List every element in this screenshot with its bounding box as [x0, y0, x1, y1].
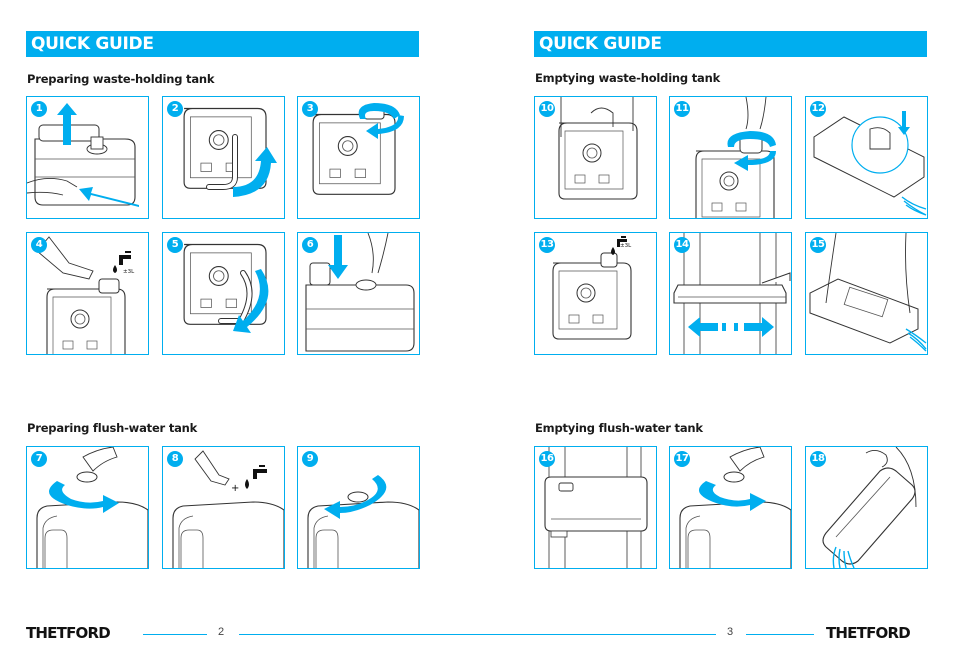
footer-divider: [239, 634, 716, 635]
step-badge-11: 11: [674, 101, 690, 117]
step-panel-14: 14: [669, 232, 792, 355]
rotate-arrow-icon: [233, 269, 269, 333]
rotate-arrow-icon: [727, 131, 776, 147]
step-illustration-17: [679, 447, 791, 568]
tap-volume-label: ±3L: [620, 243, 632, 249]
arrow-icon: [688, 317, 718, 337]
step-panel-3: 3: [297, 96, 420, 219]
arrow-icon: [898, 111, 910, 135]
step-badge-1: 1: [31, 101, 47, 117]
step-illustration-3: [312, 103, 404, 195]
step-illustration-13: ±3L: [552, 236, 632, 340]
rotate-arrow-icon: [698, 481, 766, 511]
section-title-preparing-waste: Preparing waste-holding tank: [27, 72, 215, 86]
water-stream-icon: [901, 196, 927, 216]
page-number-right: 3: [727, 626, 734, 638]
thetford-logo-right: THETFORD: [826, 624, 911, 642]
step-badge-10: 10: [539, 101, 555, 117]
step-panel-9: 9: [297, 446, 420, 569]
thetford-logo-left: THETFORD: [26, 624, 111, 642]
step-badge-14: 14: [674, 237, 690, 253]
arrow-icon: [744, 317, 774, 337]
step-illustration-7: [36, 447, 148, 568]
step-badge-18: 18: [810, 451, 826, 467]
rotate-arrow-icon: [233, 147, 277, 197]
arrow-icon: [57, 103, 77, 145]
step-badge-17: 17: [674, 451, 690, 467]
rotate-arrow-icon: [358, 103, 400, 119]
section-title-emptying-flush: Emptying flush-water tank: [535, 421, 703, 435]
arrow-icon: [328, 235, 348, 279]
step-panel-17: 17: [669, 446, 792, 569]
step-illustration-8: +: [172, 450, 284, 568]
tap-icon: [611, 236, 627, 255]
step-panel-18: 18: [805, 446, 928, 569]
step-illustration-4: ±3L: [36, 236, 135, 354]
step-badge-5: 5: [167, 237, 183, 253]
step-badge-15: 15: [810, 237, 826, 253]
step-badge-2: 2: [167, 101, 183, 117]
tap-volume-label: ±3L: [123, 269, 135, 275]
step-panel-16: 16: [534, 446, 657, 569]
step-panel-12: 12: [805, 96, 928, 219]
step-illustration-18: [822, 447, 917, 568]
step-badge-16: 16: [539, 451, 555, 467]
step-badge-13: 13: [539, 237, 555, 253]
step-panel-7: 7: [26, 446, 149, 569]
step-badge-7: 7: [31, 451, 47, 467]
step-badge-4: 4: [31, 237, 47, 253]
tap-icon: [245, 465, 267, 489]
step-panel-13: 13 ±3L: [534, 232, 657, 355]
step-badge-8: 8: [167, 451, 183, 467]
section-title-preparing-flush: Preparing flush-water tank: [27, 421, 198, 435]
quick-guide-banner-right: QUICK GUIDE: [534, 31, 927, 57]
step-illustration-1: [27, 103, 139, 207]
step-badge-12: 12: [810, 101, 826, 117]
rotate-arrow-icon: [734, 151, 776, 171]
step-illustration-12: [813, 111, 927, 216]
footer-divider: [746, 634, 814, 635]
step-panel-5: 5: [162, 232, 285, 355]
step-badge-3: 3: [302, 101, 318, 117]
step-panel-2: 2: [162, 96, 285, 219]
rotate-arrow-icon: [324, 475, 387, 519]
step-badge-9: 9: [302, 451, 318, 467]
step-illustration-10: [558, 97, 638, 200]
tap-icon: [113, 251, 131, 273]
water-stream-icon: [832, 546, 855, 568]
page-number-left: 2: [218, 626, 225, 638]
step-panel-15: 15: [805, 232, 928, 355]
water-stream-icon: [905, 328, 927, 352]
quick-guide-banner-left: QUICK GUIDE: [26, 31, 419, 57]
step-illustration-11: [695, 97, 776, 218]
step-illustration-15: [809, 233, 927, 352]
step-panel-10: 10: [534, 96, 657, 219]
step-panel-11: 11: [669, 96, 792, 219]
step-illustration-2: [183, 107, 277, 197]
step-illustration-5: [183, 243, 269, 333]
step-illustration-6: [305, 233, 415, 352]
step-panel-1: 1: [26, 96, 149, 219]
step-illustration-9: [307, 475, 419, 568]
step-panel-6: 6: [297, 232, 420, 355]
step-illustration-14: [673, 233, 791, 354]
rotate-arrow-icon: [366, 115, 404, 139]
step-illustration-16: [544, 447, 648, 568]
arrow-icon: [79, 187, 139, 207]
footer-divider: [143, 634, 207, 635]
step-panel-8: 8 +: [162, 446, 285, 569]
plus-label: +: [231, 483, 239, 494]
step-panel-4: 4 ±3L: [26, 232, 149, 355]
step-badge-6: 6: [302, 237, 318, 253]
rotate-arrow-icon: [49, 481, 119, 513]
section-title-emptying-waste: Emptying waste-holding tank: [535, 71, 721, 85]
